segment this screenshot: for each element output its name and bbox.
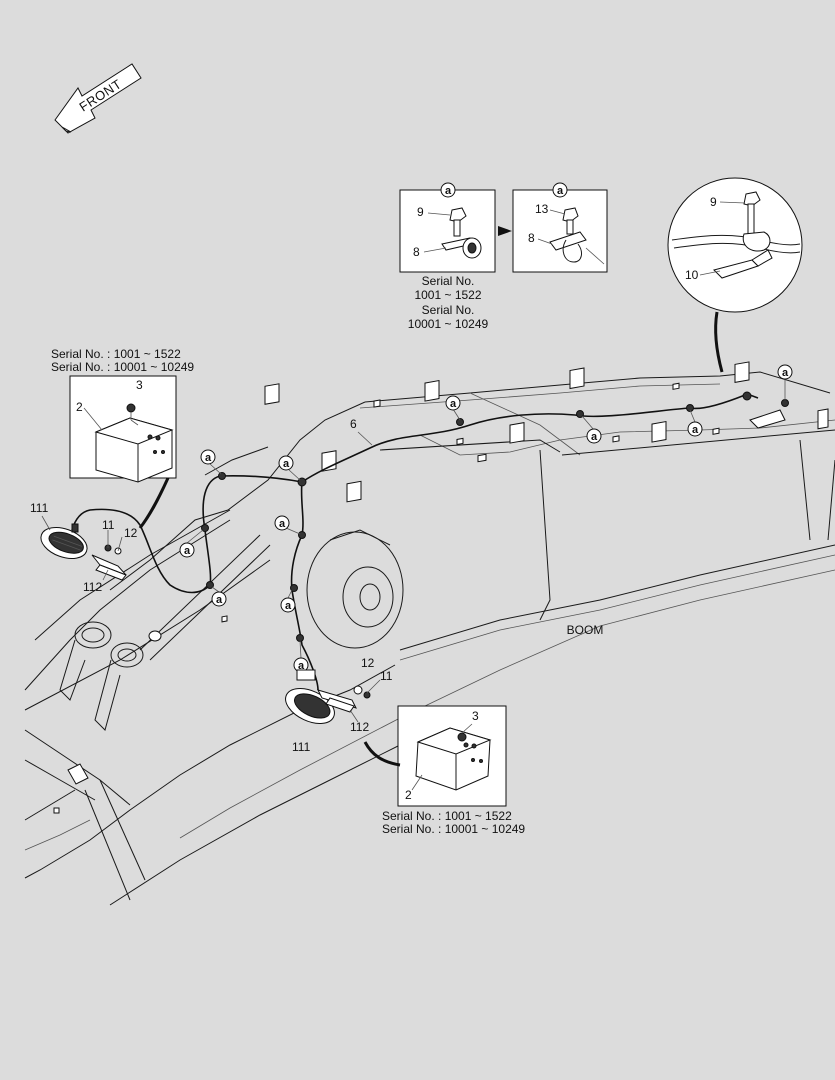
bottom-cover-detail: 3 2 xyxy=(397,705,507,807)
callout-a: a xyxy=(777,364,793,380)
svg-text:a: a xyxy=(205,452,212,464)
part-112-label: 112 xyxy=(350,720,369,734)
part-8-label: 8 xyxy=(528,231,535,245)
right-lamp-bracket: 12 11 112 xyxy=(317,656,393,734)
right-work-lamp: 111 xyxy=(285,669,335,754)
clamp-detail-old: a 9 8 xyxy=(399,182,496,273)
front-direction-arrow: FRONT xyxy=(54,63,142,134)
callout-a: a xyxy=(179,542,195,558)
part-2-label: 2 xyxy=(405,788,412,802)
bottom-detail-pointer xyxy=(363,741,401,767)
part-111-label: 111 xyxy=(292,740,311,754)
circle-detail-pointer xyxy=(714,311,724,373)
part-9-label: 9 xyxy=(417,205,424,219)
part-2-label: 2 xyxy=(76,400,83,414)
part-12-label: 12 xyxy=(361,656,375,670)
svg-text:a: a xyxy=(298,660,305,672)
part-11-label: 11 xyxy=(380,669,393,683)
harness-clamps xyxy=(201,391,789,642)
callout-a: a xyxy=(278,455,294,471)
left-cover-detail: 3 2 xyxy=(69,375,177,483)
part-111-label: 111 xyxy=(30,501,49,515)
bottom-serial-line1: Serial No. : 1001 ~ 1522 xyxy=(382,809,512,823)
boom-structure xyxy=(24,361,835,906)
callout-a: a xyxy=(687,421,703,437)
change-arrow-icon xyxy=(498,226,512,236)
callout-a: a xyxy=(211,591,227,607)
callout-a: a xyxy=(280,597,296,613)
detail-serial-line3: Serial No. xyxy=(422,303,475,317)
left-serial-line2: Serial No. : 10001 ~ 10249 xyxy=(51,360,194,374)
part-8-label: 8 xyxy=(413,245,420,259)
circular-clamp-detail: 9 10 xyxy=(667,177,803,313)
svg-text:a: a xyxy=(184,545,191,557)
part-12-label: 12 xyxy=(124,526,138,540)
part-6-label: 6 xyxy=(350,417,373,446)
part-3-label: 3 xyxy=(136,378,143,392)
svg-text:a: a xyxy=(692,424,699,436)
svg-text:a: a xyxy=(216,594,223,606)
svg-text:a: a xyxy=(782,367,789,379)
clamp-detail-new: a 13 8 xyxy=(512,182,608,273)
svg-text:a: a xyxy=(445,185,452,197)
clamp-callouts xyxy=(186,378,786,659)
part-10-label: 10 xyxy=(685,268,699,282)
part-9-label: 9 xyxy=(710,195,717,209)
bottom-serial-line2: Serial No. : 10001 ~ 10249 xyxy=(382,822,525,836)
detail-serial-line1: Serial No. xyxy=(422,274,475,288)
svg-text:a: a xyxy=(591,431,598,443)
svg-text:a: a xyxy=(283,458,290,470)
svg-text:a: a xyxy=(450,398,457,410)
left-lamp-bracket: 11 12 112 xyxy=(83,518,138,594)
svg-text:a: a xyxy=(285,600,292,612)
svg-text:a: a xyxy=(557,185,564,197)
detail-serial-line4: 10001 ~ 10249 xyxy=(408,317,489,331)
callout-a: a xyxy=(274,515,290,531)
left-detail-pointer xyxy=(138,477,170,529)
svg-text:6: 6 xyxy=(350,417,357,431)
callout-a: a xyxy=(200,449,216,465)
svg-text:a: a xyxy=(279,518,286,530)
part-13-label: 13 xyxy=(535,202,549,216)
callout-a: a xyxy=(586,428,602,444)
left-serial-line1: Serial No. : 1001 ~ 1522 xyxy=(51,347,181,361)
boom-label: BOOM xyxy=(567,623,604,637)
part-11-label: 11 xyxy=(102,518,115,532)
callout-a: a xyxy=(445,395,461,411)
part-3-label: 3 xyxy=(472,709,479,723)
left-work-lamp: 111 xyxy=(30,501,88,560)
part-112-label: 112 xyxy=(83,580,102,594)
detail-serial-line2: 1001 ~ 1522 xyxy=(414,288,481,302)
